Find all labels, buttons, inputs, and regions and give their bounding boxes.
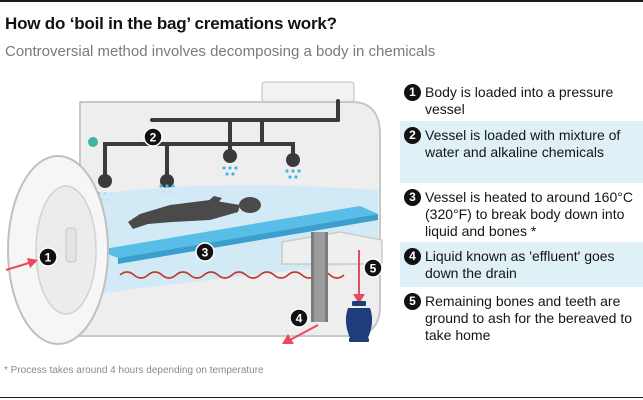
step-number: 4 [404, 248, 421, 265]
step-5: 5 Remaining bones and teeth are ground t… [400, 287, 643, 357]
step-number: 1 [404, 84, 421, 101]
svg-text:5: 5 [370, 262, 377, 276]
step-text: Vessel is heated to around 160°C (320°F)… [425, 189, 633, 239]
svg-text:3: 3 [202, 246, 209, 260]
cremation-machine-diagram: 1 2 3 4 5 [5, 81, 383, 345]
step-number: 5 [404, 293, 421, 310]
step-number: 2 [404, 127, 421, 144]
heating-element [119, 271, 345, 279]
marker-2: 2 [143, 127, 163, 147]
body-tray [98, 206, 378, 258]
body-silhouette [128, 196, 261, 229]
marker-1: 1 [38, 247, 58, 267]
step-3: 3 Vessel is heated to around 160°C (320°… [400, 183, 643, 242]
step-4: 4 Liquid known as 'effluent' goes down t… [400, 242, 643, 287]
ash-urn-icon [345, 301, 373, 342]
process-arrows [5, 250, 360, 341]
step-2: 2 Vessel is loaded with mixture of water… [400, 121, 643, 183]
spray-nozzles [98, 149, 300, 188]
machine-top-vent [261, 81, 355, 103]
step-text: Vessel is loaded with mixture of water a… [425, 127, 621, 160]
step-text: Remaining bones and teeth are ground to … [425, 293, 633, 343]
page-title: How do ‘boil in the bag’ cremations work… [5, 14, 337, 33]
svg-text:1: 1 [45, 251, 52, 265]
step-1: 1 Body is loaded into a pressure vessel [400, 78, 643, 121]
bottom-rule [0, 397, 643, 398]
door-handle [65, 227, 77, 263]
chemical-pipes [103, 99, 340, 178]
step-text: Body is loaded into a pressure vessel [425, 84, 614, 117]
step-list: 1 Body is loaded into a pressure vessel … [400, 78, 643, 357]
top-rule [0, 0, 643, 2]
svg-text:2: 2 [150, 131, 157, 145]
step-text: Liquid known as 'effluent' goes down the… [425, 248, 615, 281]
step-number: 3 [404, 189, 421, 206]
page-subtitle: Controversial method involves decomposin… [5, 43, 436, 60]
drain-unit [281, 231, 383, 265]
indicator-light-icon [88, 137, 98, 147]
svg-text:4: 4 [296, 312, 303, 326]
footnote: * Process takes around 4 hours depending… [4, 365, 264, 376]
marker-5: 5 [363, 258, 383, 278]
marker-3: 3 [195, 242, 215, 262]
marker-4: 4 [289, 308, 309, 328]
